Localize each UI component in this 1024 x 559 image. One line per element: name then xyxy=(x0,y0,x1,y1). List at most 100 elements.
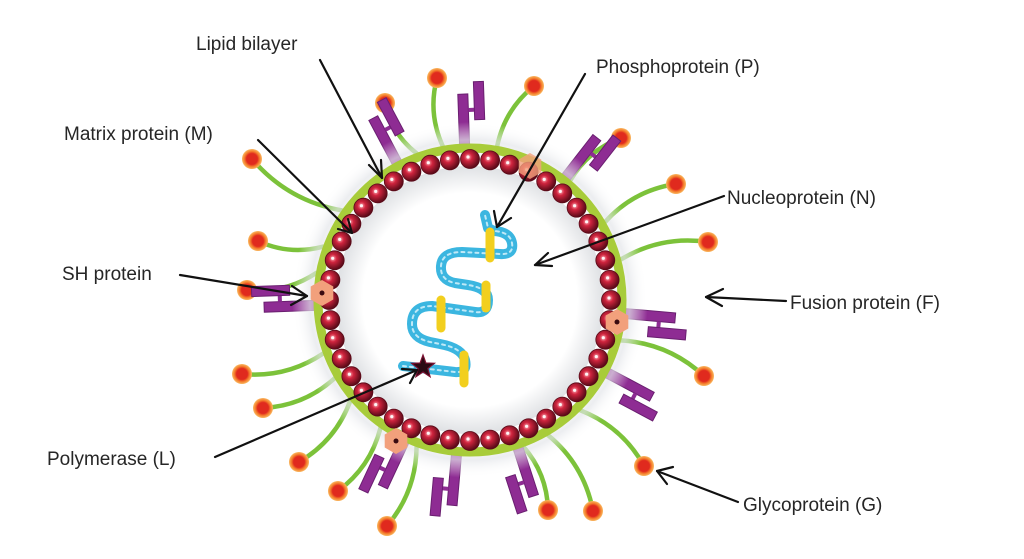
matrix-protein-bead xyxy=(420,425,441,446)
matrix-bead-highlight xyxy=(426,431,430,435)
matrix-bead-highlight xyxy=(359,388,363,392)
surface-spikes xyxy=(232,68,718,536)
matrix-bead-highlight xyxy=(466,437,470,441)
fusion-protein-head xyxy=(472,80,486,121)
matrix-bead-highlight xyxy=(607,296,611,300)
matrix-bead-highlight xyxy=(374,403,378,407)
matrix-bead-highlight xyxy=(573,388,577,392)
matrix-bead-highlight xyxy=(542,177,546,181)
matrix-bead-highlight xyxy=(601,336,605,340)
matrix-bead-highlight xyxy=(374,189,378,193)
matrix-protein-bead xyxy=(324,329,345,350)
matrix-bead-highlight xyxy=(446,436,450,440)
leader-lipid-bilayer xyxy=(318,58,384,180)
matrix-protein-bead xyxy=(595,329,616,350)
fusion-protein-head xyxy=(646,326,687,341)
polymerase-star xyxy=(409,353,437,379)
label-sh-protein: SH protein xyxy=(62,264,152,285)
label-matrix-protein: Matrix protein (M) xyxy=(64,124,213,145)
matrix-protein-bead xyxy=(480,150,501,171)
glycoprotein-head xyxy=(248,231,268,251)
matrix-protein-bead xyxy=(499,154,520,175)
matrix-bead-highlight xyxy=(407,424,411,428)
matrix-bead-highlight xyxy=(347,372,351,376)
matrix-protein-bead xyxy=(518,418,539,439)
matrix-bead-highlight xyxy=(601,256,605,260)
matrix-protein-bead xyxy=(460,149,480,169)
matrix-protein-bead xyxy=(401,418,422,439)
matrix-bead-highlight xyxy=(466,155,470,159)
matrix-bead-highlight xyxy=(338,237,342,241)
matrix-bead-highlight xyxy=(390,177,394,181)
nucleocapsid xyxy=(398,210,518,388)
glycoprotein-head xyxy=(377,516,397,536)
glycoprotein-head xyxy=(698,232,718,252)
matrix-bead-highlight xyxy=(486,156,490,160)
matrix-protein-bead xyxy=(552,396,573,417)
glycoprotein-head xyxy=(328,481,348,501)
glycoprotein-head xyxy=(524,76,544,96)
arrowhead-sh-protein xyxy=(289,284,309,307)
label-nucleoprotein: Nucleoprotein (N) xyxy=(727,188,876,209)
matrix-protein-bead xyxy=(566,382,587,403)
matrix-protein-bead xyxy=(480,429,501,450)
matrix-bead-highlight xyxy=(390,415,394,419)
matrix-protein-bead xyxy=(536,171,557,192)
glycoprotein-head xyxy=(634,456,654,476)
matrix-bead-highlight xyxy=(331,256,335,260)
matrix-protein-bead xyxy=(341,366,362,387)
matrix-bead-highlight xyxy=(573,204,577,208)
matrix-protein-bead xyxy=(578,213,599,234)
label-polymerase: Polymerase (L) xyxy=(47,449,176,470)
matrix-protein-bead xyxy=(383,171,404,192)
sh-proteins xyxy=(310,153,629,454)
matrix-protein-bead xyxy=(331,348,352,369)
matrix-protein-bead xyxy=(420,154,441,175)
arrowhead-fusion-protein xyxy=(704,287,725,308)
leader-glycoprotein xyxy=(655,469,740,504)
leader-fusion-protein xyxy=(704,295,788,303)
leader-nucleoprotein xyxy=(533,194,726,267)
matrix-bead-highlight xyxy=(542,415,546,419)
matrix-protein-bead xyxy=(601,290,621,310)
matrix-bead-highlight xyxy=(326,316,330,320)
matrix-protein-bead xyxy=(552,183,573,204)
matrix-bead-highlight xyxy=(558,403,562,407)
matrix-bead-highlight xyxy=(338,355,342,359)
phosphoproteins xyxy=(436,227,495,388)
matrix-bead-highlight xyxy=(331,336,335,340)
leader-phosphoprotein xyxy=(495,72,587,229)
matrix-protein-bead xyxy=(383,408,404,429)
glycoprotein-head xyxy=(427,68,447,88)
matrix-protein-bead xyxy=(536,408,557,429)
matrix-protein-bead xyxy=(367,183,388,204)
matrix-bead-highlight xyxy=(594,237,598,241)
label-phosphoprotein: Phosphoprotein (P) xyxy=(596,57,760,78)
matrix-bead-highlight xyxy=(525,424,529,428)
label-glycoprotein: Glycoprotein (G) xyxy=(743,495,882,516)
matrix-protein-bead xyxy=(353,197,374,218)
matrix-bead-highlight xyxy=(326,276,330,280)
label-lipid-bilayer: Lipid bilayer xyxy=(196,34,298,55)
matrix-protein-bead xyxy=(588,348,609,369)
matrix-protein-bead xyxy=(401,161,422,182)
leader-sh-protein xyxy=(178,273,309,298)
matrix-bead-highlight xyxy=(606,276,610,280)
glycoprotein-head xyxy=(538,500,558,520)
matrix-protein-bead xyxy=(439,429,460,450)
matrix-protein-bead xyxy=(320,310,341,331)
matrix-protein-bead xyxy=(578,366,599,387)
fusion-protein-head xyxy=(376,96,405,137)
sh-protein-center xyxy=(614,319,620,325)
arrowhead-matrix-protein xyxy=(336,217,354,235)
arrowhead-phosphoprotein xyxy=(492,209,513,229)
leader-matrix-protein xyxy=(256,138,354,235)
fusion-protein-head xyxy=(429,476,444,517)
matrix-bead-highlight xyxy=(585,372,589,376)
matrix-protein-bead xyxy=(566,197,587,218)
matrix-protein-bead xyxy=(324,250,345,271)
matrix-bead-highlight xyxy=(594,355,598,359)
matrix-bead-highlight xyxy=(506,161,510,165)
glycoprotein-head xyxy=(232,364,252,384)
